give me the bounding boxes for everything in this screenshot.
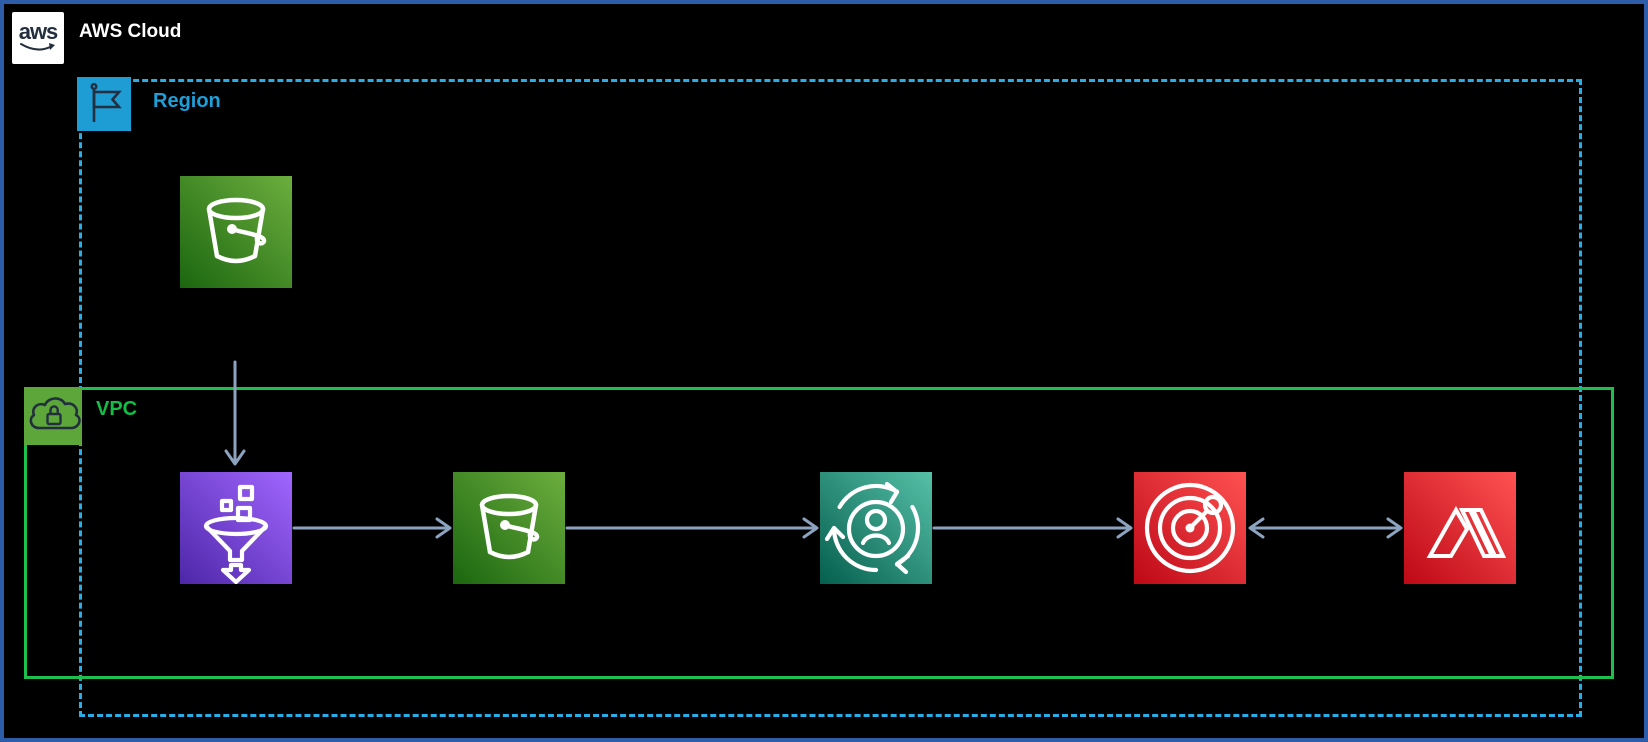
firehose-funnel-node: [180, 472, 292, 584]
vpc-group-border: [24, 387, 1614, 679]
user-sync-node: [820, 472, 932, 584]
region-flag-icon: [77, 77, 131, 131]
s3-bucket-icon: [206, 197, 267, 264]
s3-bucket-icon: [479, 493, 540, 560]
user-sync-arrows-icon: [824, 481, 921, 575]
aws-logo: aws: [12, 12, 64, 64]
radar-target-icon: [1144, 482, 1236, 574]
amplify-logo-icon: [1426, 505, 1507, 558]
aws-cloud-title: AWS Cloud: [79, 21, 182, 42]
vpc-label: VPC: [96, 398, 138, 420]
aws-smile-icon: [20, 43, 55, 51]
kinesis-firehose-funnel-icon: [203, 484, 269, 584]
vpc-cloud-lock-icon: [24, 387, 82, 445]
amplify-node: [1404, 472, 1516, 584]
s3-bucket-node-source: [180, 176, 292, 288]
aws-logo-text: aws: [18, 19, 59, 44]
region-label: Region: [153, 90, 221, 112]
radar-target-node: [1134, 472, 1246, 584]
s3-bucket-node-vpc: [453, 472, 565, 584]
